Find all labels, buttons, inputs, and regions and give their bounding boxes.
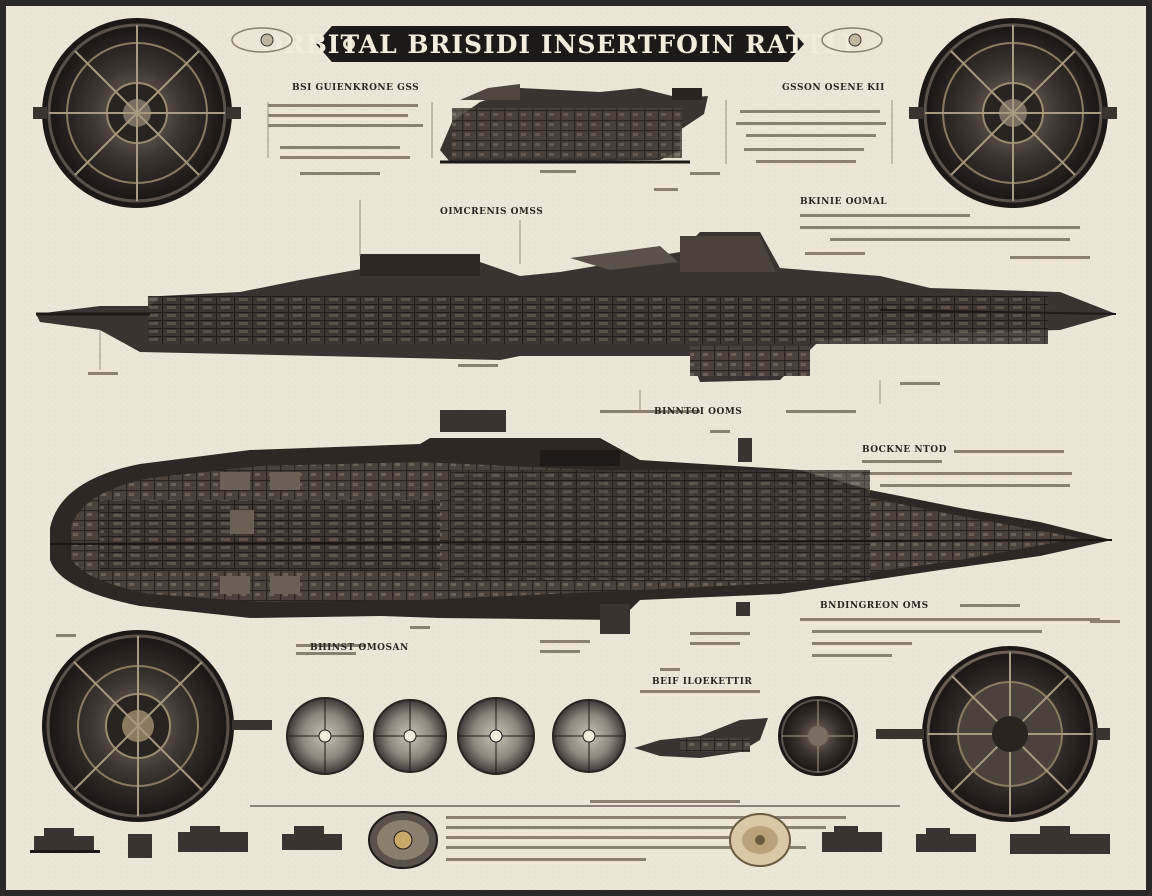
small-fighter [634, 718, 768, 758]
thumbnail-ship [30, 828, 100, 853]
thumbnail-ship [282, 826, 342, 850]
reticle-disc-icon [457, 697, 535, 775]
right-block-title: BKINIE OOMAL [800, 197, 887, 207]
right-emblem-icon [821, 27, 883, 53]
page-title: ORBITAL BRISIDI INSERTFOIN RATTLE [261, 30, 863, 59]
emblem-icon [729, 813, 791, 867]
title-banner: ORBITAL BRISIDI INSERTFOIN RATTLE [261, 26, 863, 62]
bottom-strip-notes [446, 800, 846, 861]
top-ship-profile [440, 84, 708, 164]
rotary-disc-icon [876, 646, 1110, 822]
mid-left-label: OIMCRENIS OMSS [440, 207, 543, 217]
top-ship-notes [540, 170, 720, 191]
thumbnail-ship [1010, 826, 1110, 854]
upper-cruiser-callouts [99, 200, 881, 410]
upper-right-caption: GSSON OSENE KII [782, 83, 885, 93]
small-module [736, 602, 750, 616]
lower-center-text-block: BEIF ILOEKETTIR [640, 668, 760, 693]
small-module [440, 410, 506, 432]
small-module [738, 438, 752, 462]
lower-battleship-hull [49, 438, 1113, 634]
reticle-disc-icon [286, 697, 364, 775]
emblem-icon [368, 811, 438, 869]
upper-left-caption: BSI GUIENKRONE GSS [292, 83, 419, 93]
upper-cruiser-notes [88, 364, 940, 433]
lower-right-text-block: BNDINGREON OMS [800, 601, 1120, 657]
left-label: BHINST OMOSAN [310, 643, 409, 653]
left-emblem-icon [231, 27, 293, 53]
mid-right-title: BOCKNE NTOD [862, 445, 947, 455]
mid-right-text-block: BOCKNE NTOD [862, 445, 1072, 487]
lower-battleship-notes [56, 626, 750, 655]
lower-center-label: BEIF ILOEKETTIR [652, 677, 752, 687]
upper-cruiser-hull [36, 232, 1117, 382]
upper-left-text-block: BSI GUIENKRONE GSS [267, 83, 433, 175]
main-hull-label: BINNTOI OOMS [654, 407, 742, 417]
thumbnail-ship [178, 826, 248, 852]
rotary-disc-icon [42, 630, 272, 822]
rotary-disc-icon [909, 18, 1117, 208]
rotary-disc-icon [778, 696, 858, 776]
thumbnail-ship [916, 828, 976, 852]
thumbnail-ship [128, 834, 152, 858]
rotary-disc-icon [33, 18, 241, 208]
reticle-disc-icon [373, 699, 447, 773]
thumbnail-ship [822, 826, 882, 852]
upper-right-text-block: GSSON OSENE KII [725, 83, 893, 164]
reticle-disc-icon [552, 699, 626, 773]
lower-right-title: BNDINGREON OMS [820, 601, 929, 611]
right-spec-block: BKINIE OOMAL [800, 197, 1090, 259]
